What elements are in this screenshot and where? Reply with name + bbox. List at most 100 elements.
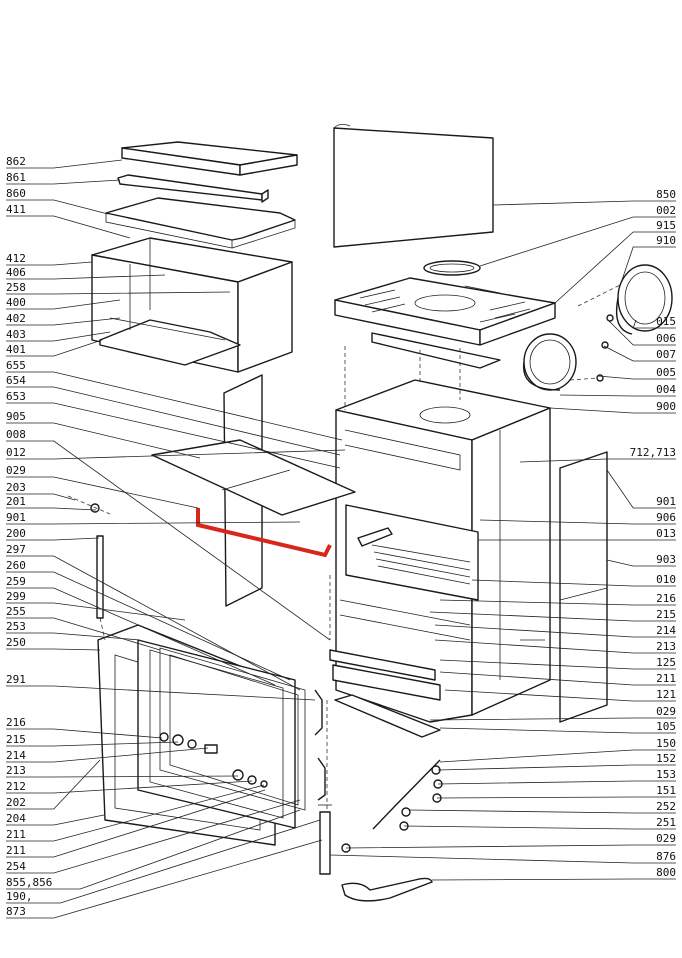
left-part-label: 012: [6, 446, 26, 459]
right-part-label: 150: [656, 737, 676, 750]
right-leader-line: [492, 200, 676, 206]
right-part-label: 252: [656, 800, 676, 813]
assembly-axes: [99, 346, 461, 812]
right-leader-line: [554, 231, 676, 304]
right-leader-line: [403, 825, 676, 830]
handle-bracket-291: [314, 689, 326, 801]
right-leader-line: [439, 749, 676, 763]
left-part-label: 653: [6, 390, 26, 403]
left-part-label: 260: [6, 559, 26, 572]
right-part-label: 251: [656, 816, 676, 829]
right-leader-line: [434, 624, 676, 638]
left-leader-line: [6, 602, 186, 621]
ring-002: [423, 260, 481, 276]
flue-collar-005: [522, 333, 577, 391]
left-leader-line: [6, 261, 93, 266]
fasteners-006-007: [569, 284, 621, 382]
right-leader-line: [444, 689, 676, 702]
stove-body-900: [329, 379, 551, 723]
left-part-label: 211: [6, 828, 26, 841]
right-leader-line: [479, 519, 676, 525]
left-part-label: 253: [6, 620, 26, 633]
left-leader-line: [6, 571, 291, 681]
right-part-label: 915: [656, 219, 676, 232]
right-leader-line: [439, 599, 676, 606]
left-leader-line: [6, 521, 301, 525]
right-part-label: 900: [656, 400, 676, 413]
left-part-label: 203: [6, 481, 26, 494]
right-part-label: 211: [656, 672, 676, 685]
left-leader-line: [6, 449, 346, 460]
right-part-label: 215: [656, 608, 676, 621]
side-panel-903: [559, 451, 608, 723]
lever-150: [372, 759, 443, 831]
left-part-label: 299: [6, 590, 26, 603]
left-leader-line: [6, 814, 105, 826]
left-part-label: 201: [6, 495, 26, 508]
left-part-label: 855,856: [6, 876, 52, 889]
right-part-label: 910: [656, 234, 676, 247]
door-seal-255: [159, 647, 306, 811]
left-leader-line: [6, 215, 131, 239]
left-part-label: 401: [6, 343, 26, 356]
right-leader-line: [329, 854, 676, 864]
left-part-label: 873: [6, 905, 26, 918]
right-leader-line: [621, 246, 676, 281]
left-part-label: 190,: [6, 890, 33, 903]
right-leader-line: [549, 407, 676, 414]
right-leader-line: [434, 639, 676, 654]
right-leader-line: [479, 216, 676, 267]
leader-lines: [6, 159, 676, 919]
left-part-label: 654: [6, 374, 26, 387]
right-leader-line: [439, 727, 676, 734]
right-leader-line: [606, 559, 676, 567]
right-leader-line: [436, 796, 676, 799]
left-leader-line: [6, 741, 179, 747]
ash-pan-105: [334, 694, 441, 738]
part-number-labels: 8628618604114124062584004024034016556546…: [6, 155, 676, 918]
right-part-label: 015: [656, 315, 676, 328]
right-part-label: 800: [656, 866, 676, 879]
right-part-label: 013: [656, 527, 676, 540]
right-leader-line: [603, 345, 676, 362]
left-leader-line: [6, 299, 121, 310]
left-leader-line: [6, 839, 323, 919]
door-latch-parts: [159, 732, 268, 788]
left-leader-line: [6, 440, 331, 641]
left-part-label: 901: [6, 511, 26, 524]
back-panel-850: [333, 124, 494, 248]
left-part-label: 204: [6, 812, 26, 825]
left-part-label: 029: [6, 464, 26, 477]
right-part-label: 216: [656, 592, 676, 605]
left-leader-line: [6, 493, 76, 501]
left-part-label: 202: [6, 796, 26, 809]
left-leader-line: [6, 179, 121, 185]
right-part-label: 004: [656, 383, 676, 396]
left-leader-line: [6, 819, 321, 904]
top-plate-861: [117, 174, 269, 203]
right-part-label: 105: [656, 720, 676, 733]
right-part-label: 006: [656, 332, 676, 345]
left-leader-line: [6, 371, 343, 441]
right-leader-line: [607, 319, 676, 346]
left-part-label: 254: [6, 860, 26, 873]
left-leader-line: [6, 422, 201, 459]
left-leader-line: [6, 507, 97, 511]
right-leader-line: [437, 780, 676, 785]
left-part-label: 211: [6, 844, 26, 857]
left-part-label: 008: [6, 428, 26, 441]
left-part-label: 258: [6, 281, 26, 294]
left-leader-line: [6, 784, 265, 842]
flue-collar-015: [615, 264, 673, 335]
right-part-label: 214: [656, 624, 676, 637]
right-leader-line: [471, 579, 676, 587]
right-part-label: 002: [656, 204, 676, 217]
heat-shield-plate: [151, 439, 356, 516]
right-part-label: 151: [656, 784, 676, 797]
right-part-label: 213: [656, 640, 676, 653]
right-leader-line: [429, 611, 676, 622]
right-part-label: 029: [656, 832, 676, 845]
right-leader-line: [597, 375, 676, 380]
right-part-label: 876: [656, 850, 676, 863]
right-leader-line: [439, 659, 676, 670]
